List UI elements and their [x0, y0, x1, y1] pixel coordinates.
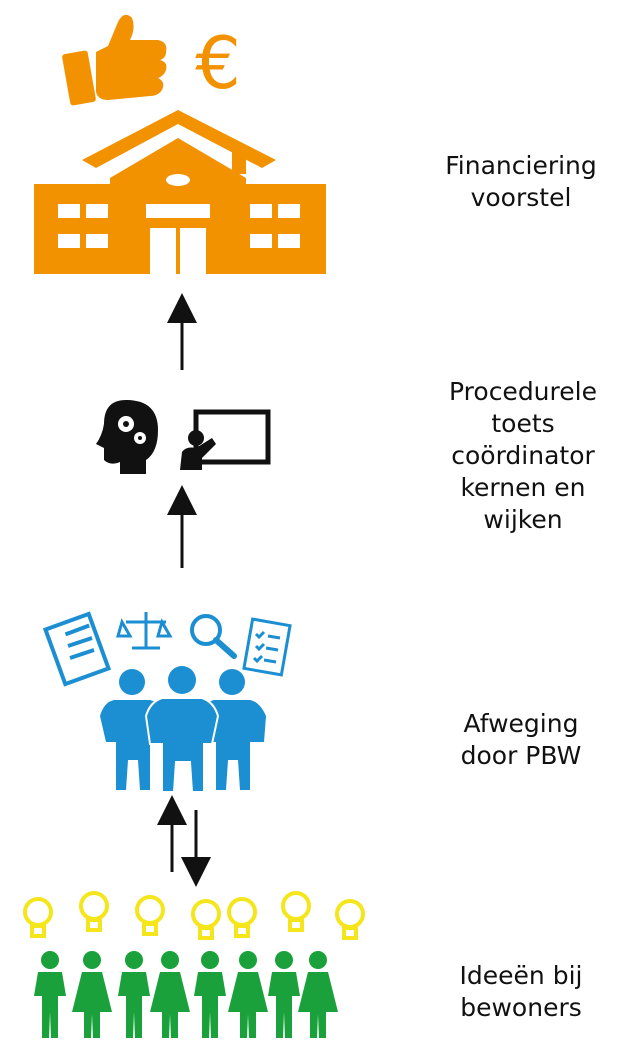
town-hall-icon: [34, 110, 326, 274]
stage-label-procedural: Procedurele toets coördinator kernen en …: [426, 376, 620, 536]
label-line: bewoners: [460, 993, 582, 1022]
lightbulb-icon: [23, 891, 365, 940]
label-line: Procedurele: [449, 377, 597, 406]
label-line: Ideeën bij: [459, 961, 583, 990]
stage-label-ideas: Ideeën bij bewoners: [426, 960, 616, 1024]
brain-gears-icon: [96, 400, 158, 474]
people-group-icon: [100, 666, 266, 793]
label-line: Afweging: [463, 709, 579, 738]
label-line: door PBW: [460, 741, 582, 770]
stage-label-funding: Financiering voorstel: [426, 150, 616, 214]
document-icon: [42, 611, 112, 687]
label-line: wijken: [483, 505, 563, 534]
label-line: coördinator: [451, 441, 595, 470]
label-line: Financiering: [445, 151, 597, 180]
stage-label-assessment: Afweging door PBW: [426, 708, 616, 772]
magnifier-icon: [190, 614, 237, 659]
checklist-icon: [242, 617, 292, 677]
label-line: toets: [491, 409, 555, 438]
presenter-board-icon: [180, 409, 271, 470]
residents-group-icon: [34, 951, 338, 1038]
scales-icon: [116, 612, 173, 650]
euro-icon: €: [195, 21, 241, 105]
label-line: voorstel: [470, 183, 572, 212]
label-line: kernen en: [460, 473, 586, 502]
thumbs-up-icon: [62, 14, 167, 106]
